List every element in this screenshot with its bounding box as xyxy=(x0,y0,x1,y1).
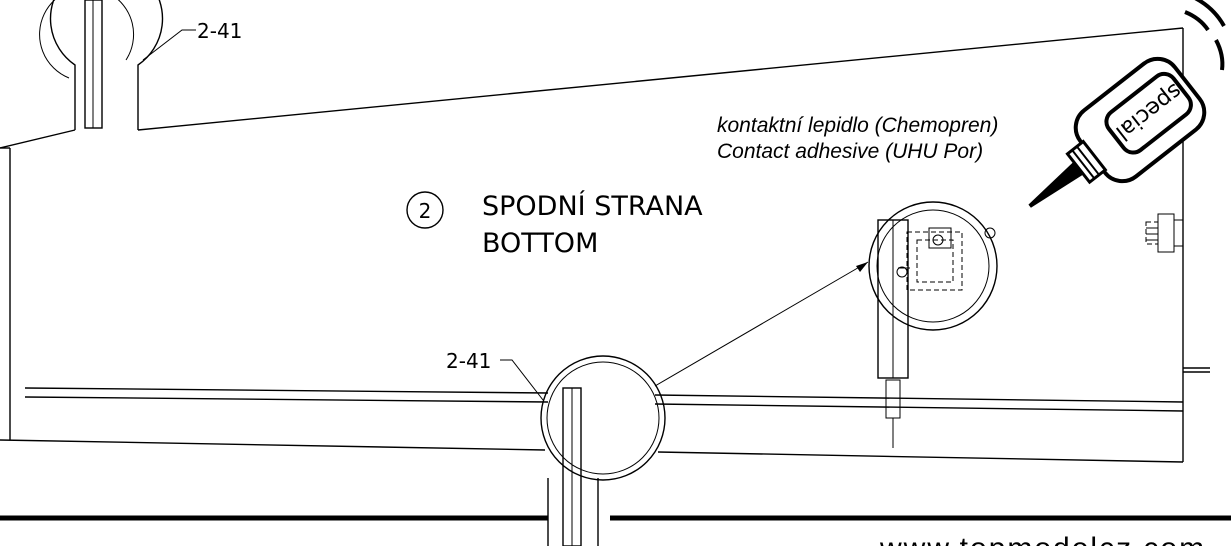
side-label-en: BOTTOM xyxy=(482,228,598,259)
svg-text:2: 2 xyxy=(419,199,432,223)
adhesive-label-cz: kontaktní lepidlo (Chemopren) xyxy=(717,114,998,137)
motion-arcs xyxy=(1184,0,1226,71)
side-label-cz: SPODNÍ STRANA xyxy=(482,190,703,222)
detail-view-top-left xyxy=(0,0,1184,149)
part-ref-leader-bottom xyxy=(500,359,544,401)
glue-tube-icon: special xyxy=(1028,56,1207,208)
part-ref-leader-top xyxy=(142,29,196,61)
adhesive-label-en: Contact adhesive (UHU Por) xyxy=(717,140,983,163)
servo-assembly xyxy=(868,201,998,448)
step-number-badge: 2 xyxy=(406,191,444,229)
part-ref-top: 2-41 xyxy=(197,19,242,43)
website-url: www.topmodelcz.com xyxy=(879,532,1206,546)
wing-outline xyxy=(0,28,1210,463)
part-ref-bottom: 2-41 xyxy=(446,349,491,373)
detail-arrow xyxy=(654,261,869,387)
wing-left-edge xyxy=(0,147,11,440)
connector-detail xyxy=(1145,213,1183,253)
detail-view-bottom xyxy=(540,355,666,546)
